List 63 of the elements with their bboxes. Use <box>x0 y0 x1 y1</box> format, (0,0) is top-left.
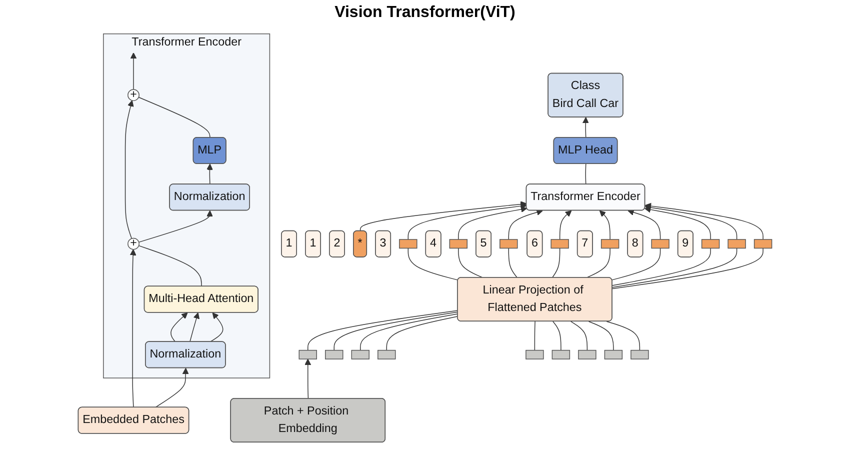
arrow <box>360 201 527 232</box>
arrow <box>170 312 188 342</box>
connector <box>138 96 210 138</box>
connector <box>334 312 458 351</box>
node-circle: + <box>128 89 140 102</box>
node-box <box>526 350 544 360</box>
connector <box>386 316 458 351</box>
connector <box>606 321 640 351</box>
connector <box>612 248 711 286</box>
arrow <box>154 368 189 408</box>
node-box <box>630 350 649 360</box>
connector <box>585 164 586 185</box>
node-box <box>604 350 623 360</box>
connector <box>308 310 458 351</box>
arrow <box>582 117 589 138</box>
connector <box>360 313 458 351</box>
arrow <box>508 209 543 240</box>
node-box <box>325 350 344 360</box>
arrow <box>644 204 738 240</box>
arrow <box>138 210 213 243</box>
node-box <box>701 239 720 249</box>
arrow <box>599 210 610 240</box>
node-box <box>378 350 396 360</box>
node-box <box>754 239 772 249</box>
arrow <box>206 164 213 185</box>
node-box <box>552 350 570 360</box>
node-box <box>500 239 518 249</box>
arrow <box>304 358 312 400</box>
arrow <box>644 202 764 240</box>
connector <box>458 248 484 278</box>
connector <box>138 245 202 287</box>
arrow <box>124 100 134 239</box>
diagram-title: Vision Transformer(ViT) <box>334 4 516 22</box>
connector <box>586 248 610 278</box>
connector <box>534 321 536 351</box>
arrow <box>408 202 527 240</box>
arrow <box>209 312 224 342</box>
node-box <box>550 239 569 249</box>
arrow <box>559 210 572 240</box>
arrow <box>130 249 136 408</box>
node-box <box>399 239 418 249</box>
node-box <box>351 350 370 360</box>
node-box <box>600 239 620 249</box>
connector <box>612 248 738 288</box>
connector <box>508 248 518 278</box>
node-box <box>578 350 596 360</box>
connector <box>612 248 764 290</box>
connector <box>552 248 560 278</box>
arrow <box>130 52 137 90</box>
arrow <box>644 206 711 240</box>
connector <box>588 321 614 351</box>
connector <box>570 321 588 351</box>
arrow <box>190 312 200 342</box>
node-box <box>449 239 468 249</box>
node-circle: + <box>128 238 140 250</box>
arrow <box>628 209 661 240</box>
arrow <box>458 206 528 240</box>
connector <box>612 248 661 280</box>
node-box <box>728 239 746 249</box>
connector <box>552 321 562 351</box>
node-box <box>298 350 317 360</box>
node-box <box>651 239 670 249</box>
connector <box>408 248 458 280</box>
